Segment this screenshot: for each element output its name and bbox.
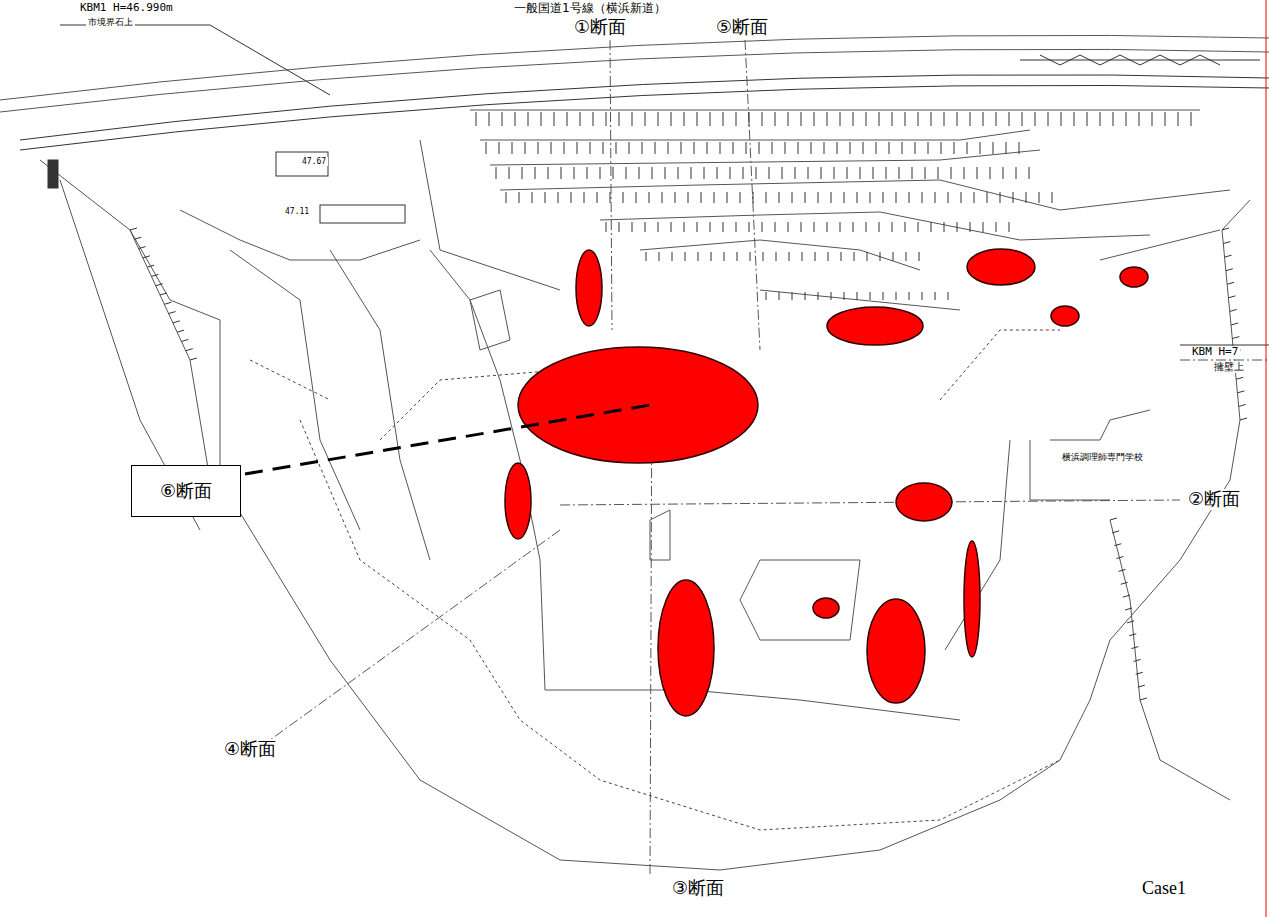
building-name: 横浜調理師専門学校: [1060, 452, 1145, 462]
section-label: ①断面: [572, 17, 628, 38]
benchmark-note: 擁壁上: [1212, 361, 1246, 373]
elevation-value: 47.67: [300, 157, 328, 166]
section-label: ④断面: [222, 739, 278, 760]
elevation-value: 47.11: [283, 207, 311, 216]
road-name: 一般国道1号線（横浜新道）: [512, 2, 668, 16]
benchmark-label: KBM H=7: [1190, 346, 1240, 359]
section-callout-box: ⑥断面: [131, 465, 241, 517]
benchmark-label: KBM1 H=46.990m: [78, 2, 175, 15]
section-label: ③断面: [670, 878, 726, 899]
case-label: Case1: [1140, 878, 1188, 899]
benchmark-note: 市境界石上: [86, 17, 135, 27]
section-label: ⑤断面: [714, 17, 770, 38]
section-label: ②断面: [1186, 489, 1242, 510]
section-label: ⑥断面: [160, 479, 212, 503]
